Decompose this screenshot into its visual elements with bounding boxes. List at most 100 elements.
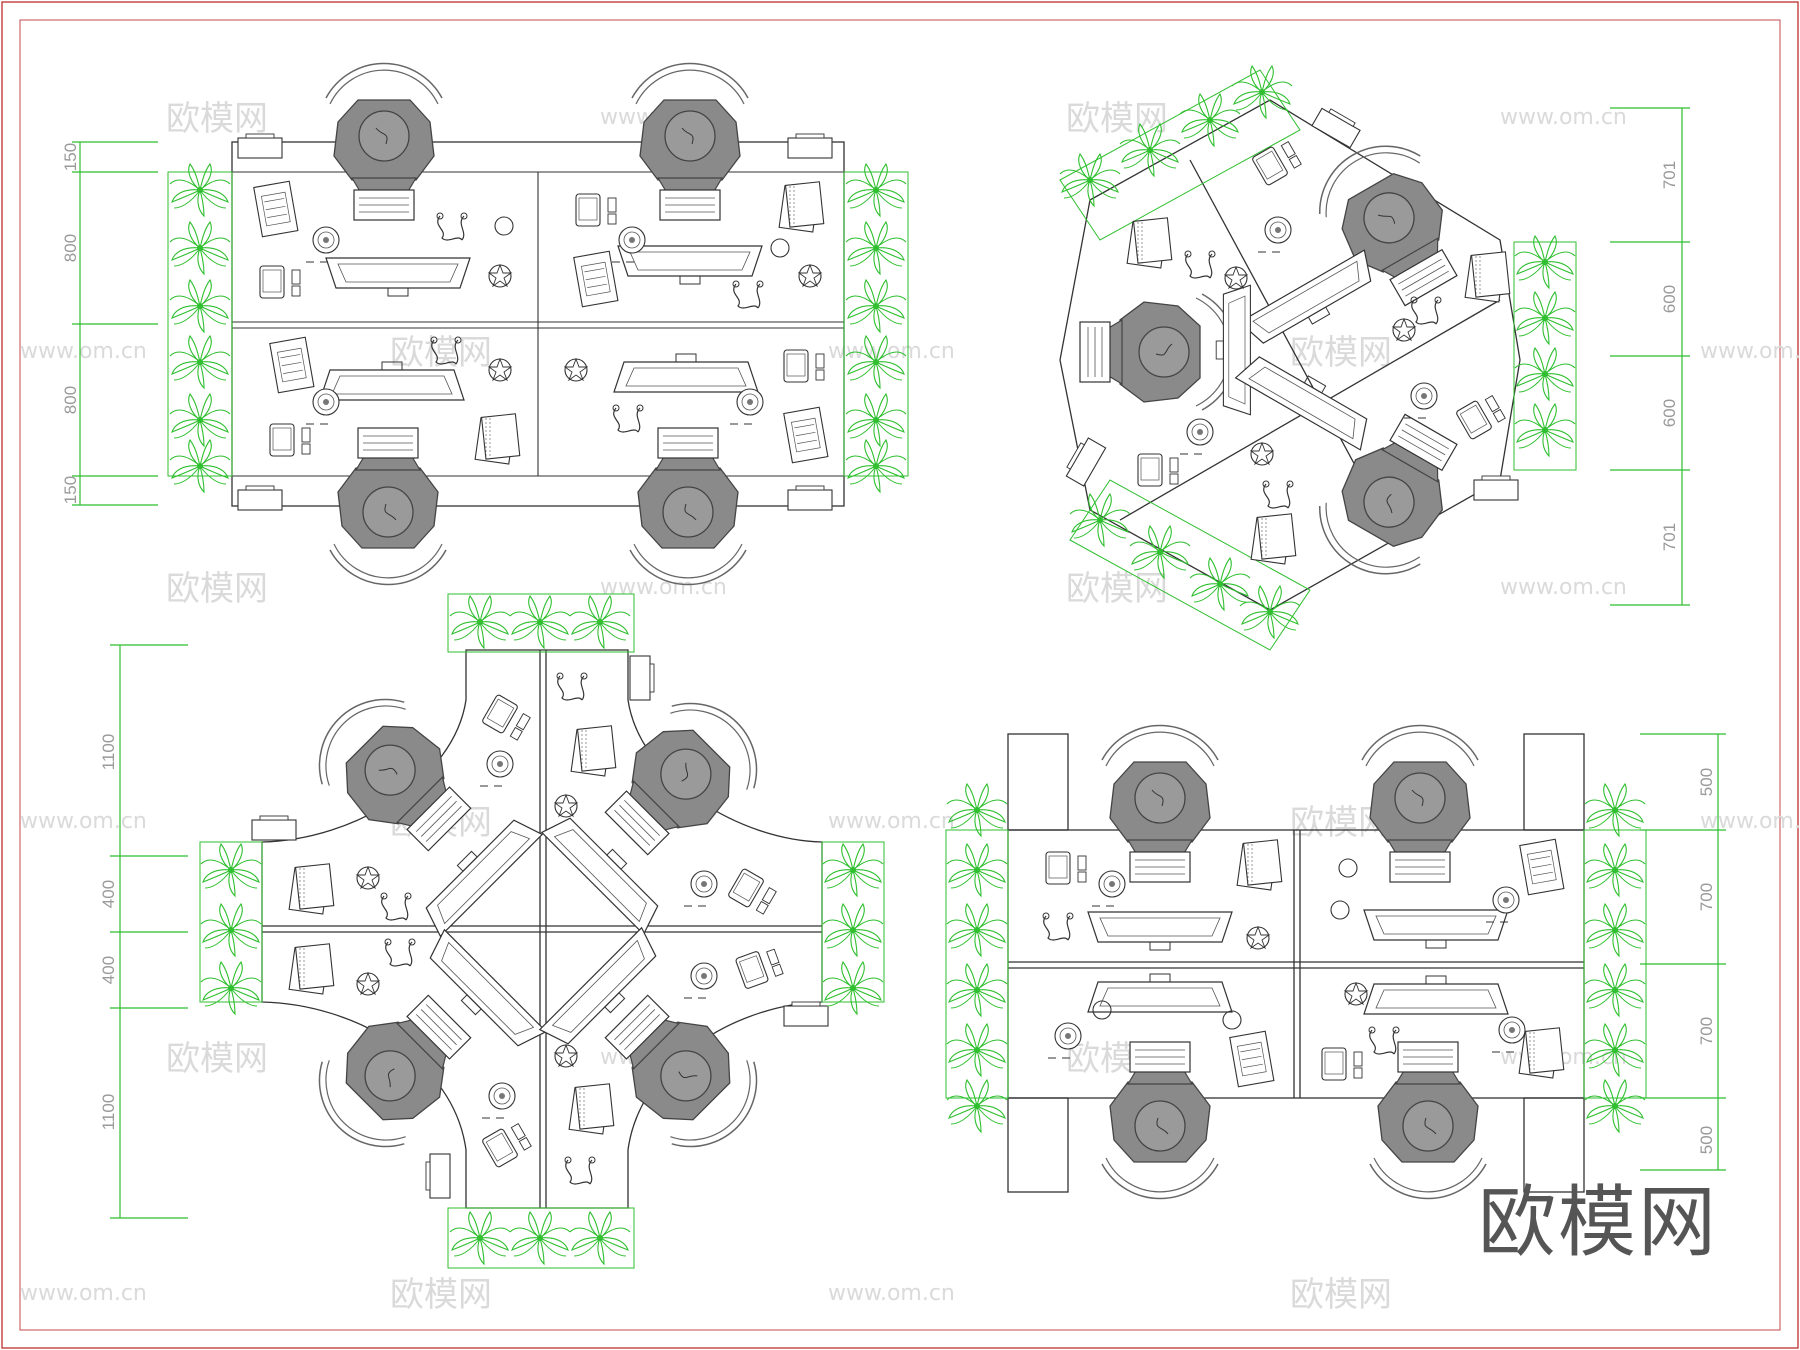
tablet-and-phone (481, 693, 533, 743)
dimension-label: 700 (1697, 1017, 1716, 1045)
watermark-url: www.om.cn (828, 809, 955, 834)
notebook (1126, 217, 1173, 269)
cabinet (787, 485, 833, 511)
tablet-and-phone (1251, 137, 1303, 187)
desk-ornament (554, 794, 578, 818)
desk-ornament (488, 264, 512, 288)
earphones (1368, 1026, 1400, 1055)
cabinet (425, 1153, 451, 1199)
coffee-cup (305, 226, 340, 263)
watermark-cn: 欧模网 (390, 333, 492, 373)
paper-document (269, 336, 315, 394)
person-seated (329, 427, 447, 586)
earphones (1262, 480, 1294, 509)
tablet-and-phone (1137, 453, 1179, 487)
workstation-layout-top-right: 701 600 600 701 (1059, 65, 1690, 651)
desk-ornament (1392, 318, 1416, 342)
coffee-cup (1403, 382, 1438, 419)
notebook (1236, 839, 1283, 891)
monitor (1215, 284, 1251, 416)
tablet-and-phone (259, 265, 301, 299)
coffee-cup (729, 388, 764, 425)
watermark-url: www.om.cn (828, 339, 955, 364)
desk-ornament (356, 866, 380, 890)
watermark-layer: 欧模网 www.om.cn 欧模网 www.om.cn 欧模网 www.om.c… (20, 99, 1800, 1315)
dimension-chain (1610, 107, 1690, 606)
desk-ornament (798, 264, 822, 288)
watermark-cn: 欧模网 (390, 1275, 492, 1315)
cabinet (251, 815, 297, 841)
cabinet (237, 485, 283, 511)
teapot (1338, 858, 1358, 878)
notebook (778, 181, 825, 233)
tablet-and-phone (783, 349, 825, 383)
person-seated (1079, 293, 1238, 411)
cabinet (1473, 475, 1519, 501)
coffee-cup (1091, 870, 1126, 907)
tablet-and-phone (575, 193, 617, 227)
desk-ornament (1344, 982, 1368, 1006)
paper-document (253, 180, 299, 238)
person-seated (629, 427, 747, 586)
dimension-label: 700 (1697, 883, 1716, 911)
watermark-cn: 欧模网 (1066, 569, 1168, 609)
desk-ornament (564, 358, 588, 382)
coffee-cup (479, 750, 514, 787)
earphones (556, 672, 588, 701)
watermark-cn: 欧模网 (166, 1039, 268, 1079)
workstation-layout-bottom-left: 1100 400 400 1100 (99, 593, 885, 1269)
desk-ornament (356, 972, 380, 996)
person-seated (1361, 724, 1479, 883)
dimension-chain (110, 644, 188, 1219)
teapot (1222, 1010, 1242, 1030)
cabinet (629, 655, 655, 701)
teapot (1330, 900, 1350, 920)
desk-ornament (554, 1044, 578, 1068)
notebook (568, 1083, 615, 1135)
brand-logo-text: 欧模网 (1478, 1178, 1719, 1268)
person-seated (1369, 1041, 1487, 1200)
sheet-border-inner (19, 19, 1781, 1331)
person-seated (1101, 724, 1219, 883)
notebook (1518, 1027, 1565, 1079)
cabinet (237, 133, 283, 159)
watermark-url: www.om.cn (828, 1281, 955, 1306)
earphones (732, 280, 764, 309)
watermark-url: www.om.cn (1500, 575, 1627, 600)
dimension-chain (72, 141, 158, 506)
watermark-cn: 欧模网 (1290, 1275, 1392, 1315)
notebook (1464, 251, 1511, 303)
desk-outline (199, 593, 885, 1269)
coffee-cup (683, 962, 718, 999)
tablet-and-phone (1455, 391, 1507, 441)
earphones (564, 1156, 596, 1185)
watermark-url: www.om.cn (1700, 339, 1800, 364)
dimension-label: 150 (61, 476, 80, 504)
monitor (617, 245, 763, 285)
monitor (1363, 909, 1509, 949)
teapot (770, 238, 790, 258)
plant-group (200, 595, 884, 1265)
workstation-layout-top-left: 150 800 800 150 (61, 62, 909, 586)
dimension-label: 1100 (99, 1094, 118, 1131)
watermark-url: www.om.cn (1500, 105, 1627, 130)
watermark-cn: 欧模网 (166, 569, 268, 609)
person-seated (297, 974, 492, 1169)
cabinet (783, 1001, 829, 1027)
monitor (325, 257, 471, 297)
dimension-chain (1640, 733, 1726, 1171)
paper-document (783, 406, 829, 464)
watermark-url: www.om.cn (600, 575, 727, 600)
tablet-and-phone (1321, 1047, 1363, 1081)
coffee-cup (1179, 418, 1214, 455)
dimension-label: 701 (1660, 161, 1679, 189)
paper-document (573, 250, 619, 308)
earphones (436, 212, 468, 241)
cabinet (1062, 435, 1107, 487)
tablet-and-phone (481, 1119, 533, 1169)
notebook (474, 413, 521, 465)
planter (167, 171, 233, 477)
dimension-label: 1100 (99, 734, 118, 771)
